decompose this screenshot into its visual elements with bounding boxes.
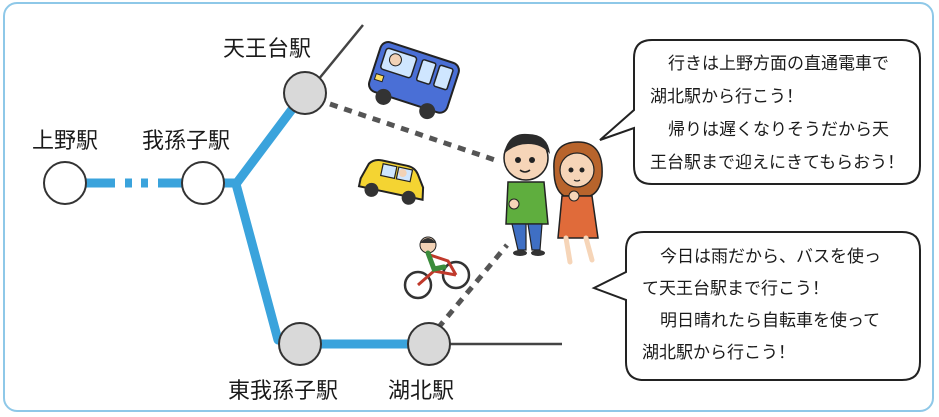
kohoku-station-label: 湖北駅 [388, 379, 454, 404]
diagram-frame [3, 2, 934, 412]
rail-lines [86, 24, 562, 349]
bottom-bubble-line-3: 明日晴れたら自転車を使って [660, 310, 880, 331]
top-bubble-line-2: 湖北駅から行こう！ [650, 87, 803, 107]
woman-figure [553, 141, 603, 265]
ueno-station-label: 上野駅 [32, 129, 98, 154]
car-icon [357, 158, 425, 205]
kohoku-dotted-path [436, 243, 509, 330]
bottom-bubble-line-2: て天王台駅まで行こう！ [642, 279, 829, 299]
tennodai-station-marker [283, 71, 327, 115]
dotted-paths [329, 101, 509, 330]
stations [43, 71, 451, 366]
junction-higashi-abiko-line [231, 179, 283, 345]
higashi-abiko-station-marker [278, 322, 322, 366]
junction-tennodai-line [231, 103, 298, 189]
top-bubble-line-3: 帰りは遅くなりそうだから天 [668, 120, 889, 140]
higashi-abiko-station-label: 東我孫子駅 [228, 379, 338, 404]
top-speech-bubble: 行きは上野方面の直通電車で 湖北駅から行こう！ 帰りは遅くなりそうだから天 王台… [599, 39, 921, 185]
abiko-station-label: 我孫子駅 [142, 129, 230, 154]
top-bubble-line-1: 行きは上野方面の直通電車で [668, 54, 889, 74]
bus-icon [368, 41, 460, 120]
top-bubble-line-4: 王台駅まで迎えにきてもらおう！ [650, 153, 904, 173]
tennodai-dotted-path [329, 101, 496, 163]
tennodai-station-label: 天王台駅 [223, 37, 311, 62]
tennodai-continuation [317, 24, 364, 81]
kohoku-station-marker [407, 322, 451, 366]
ueno-station-marker [43, 161, 87, 205]
abiko-station-marker [181, 161, 225, 205]
bicycle-icon [403, 236, 471, 300]
bottom-bubble-line-4: 湖北駅から行こう！ [642, 343, 795, 363]
bottom-speech-bubble: 今日は雨だから、バスを使っ て天王台駅まで行こう！ 明日晴れたら自転車を使って … [591, 231, 921, 381]
man-figure [503, 133, 550, 256]
bottom-bubble-line-1: 今日は雨だから、バスを使っ [660, 246, 881, 267]
